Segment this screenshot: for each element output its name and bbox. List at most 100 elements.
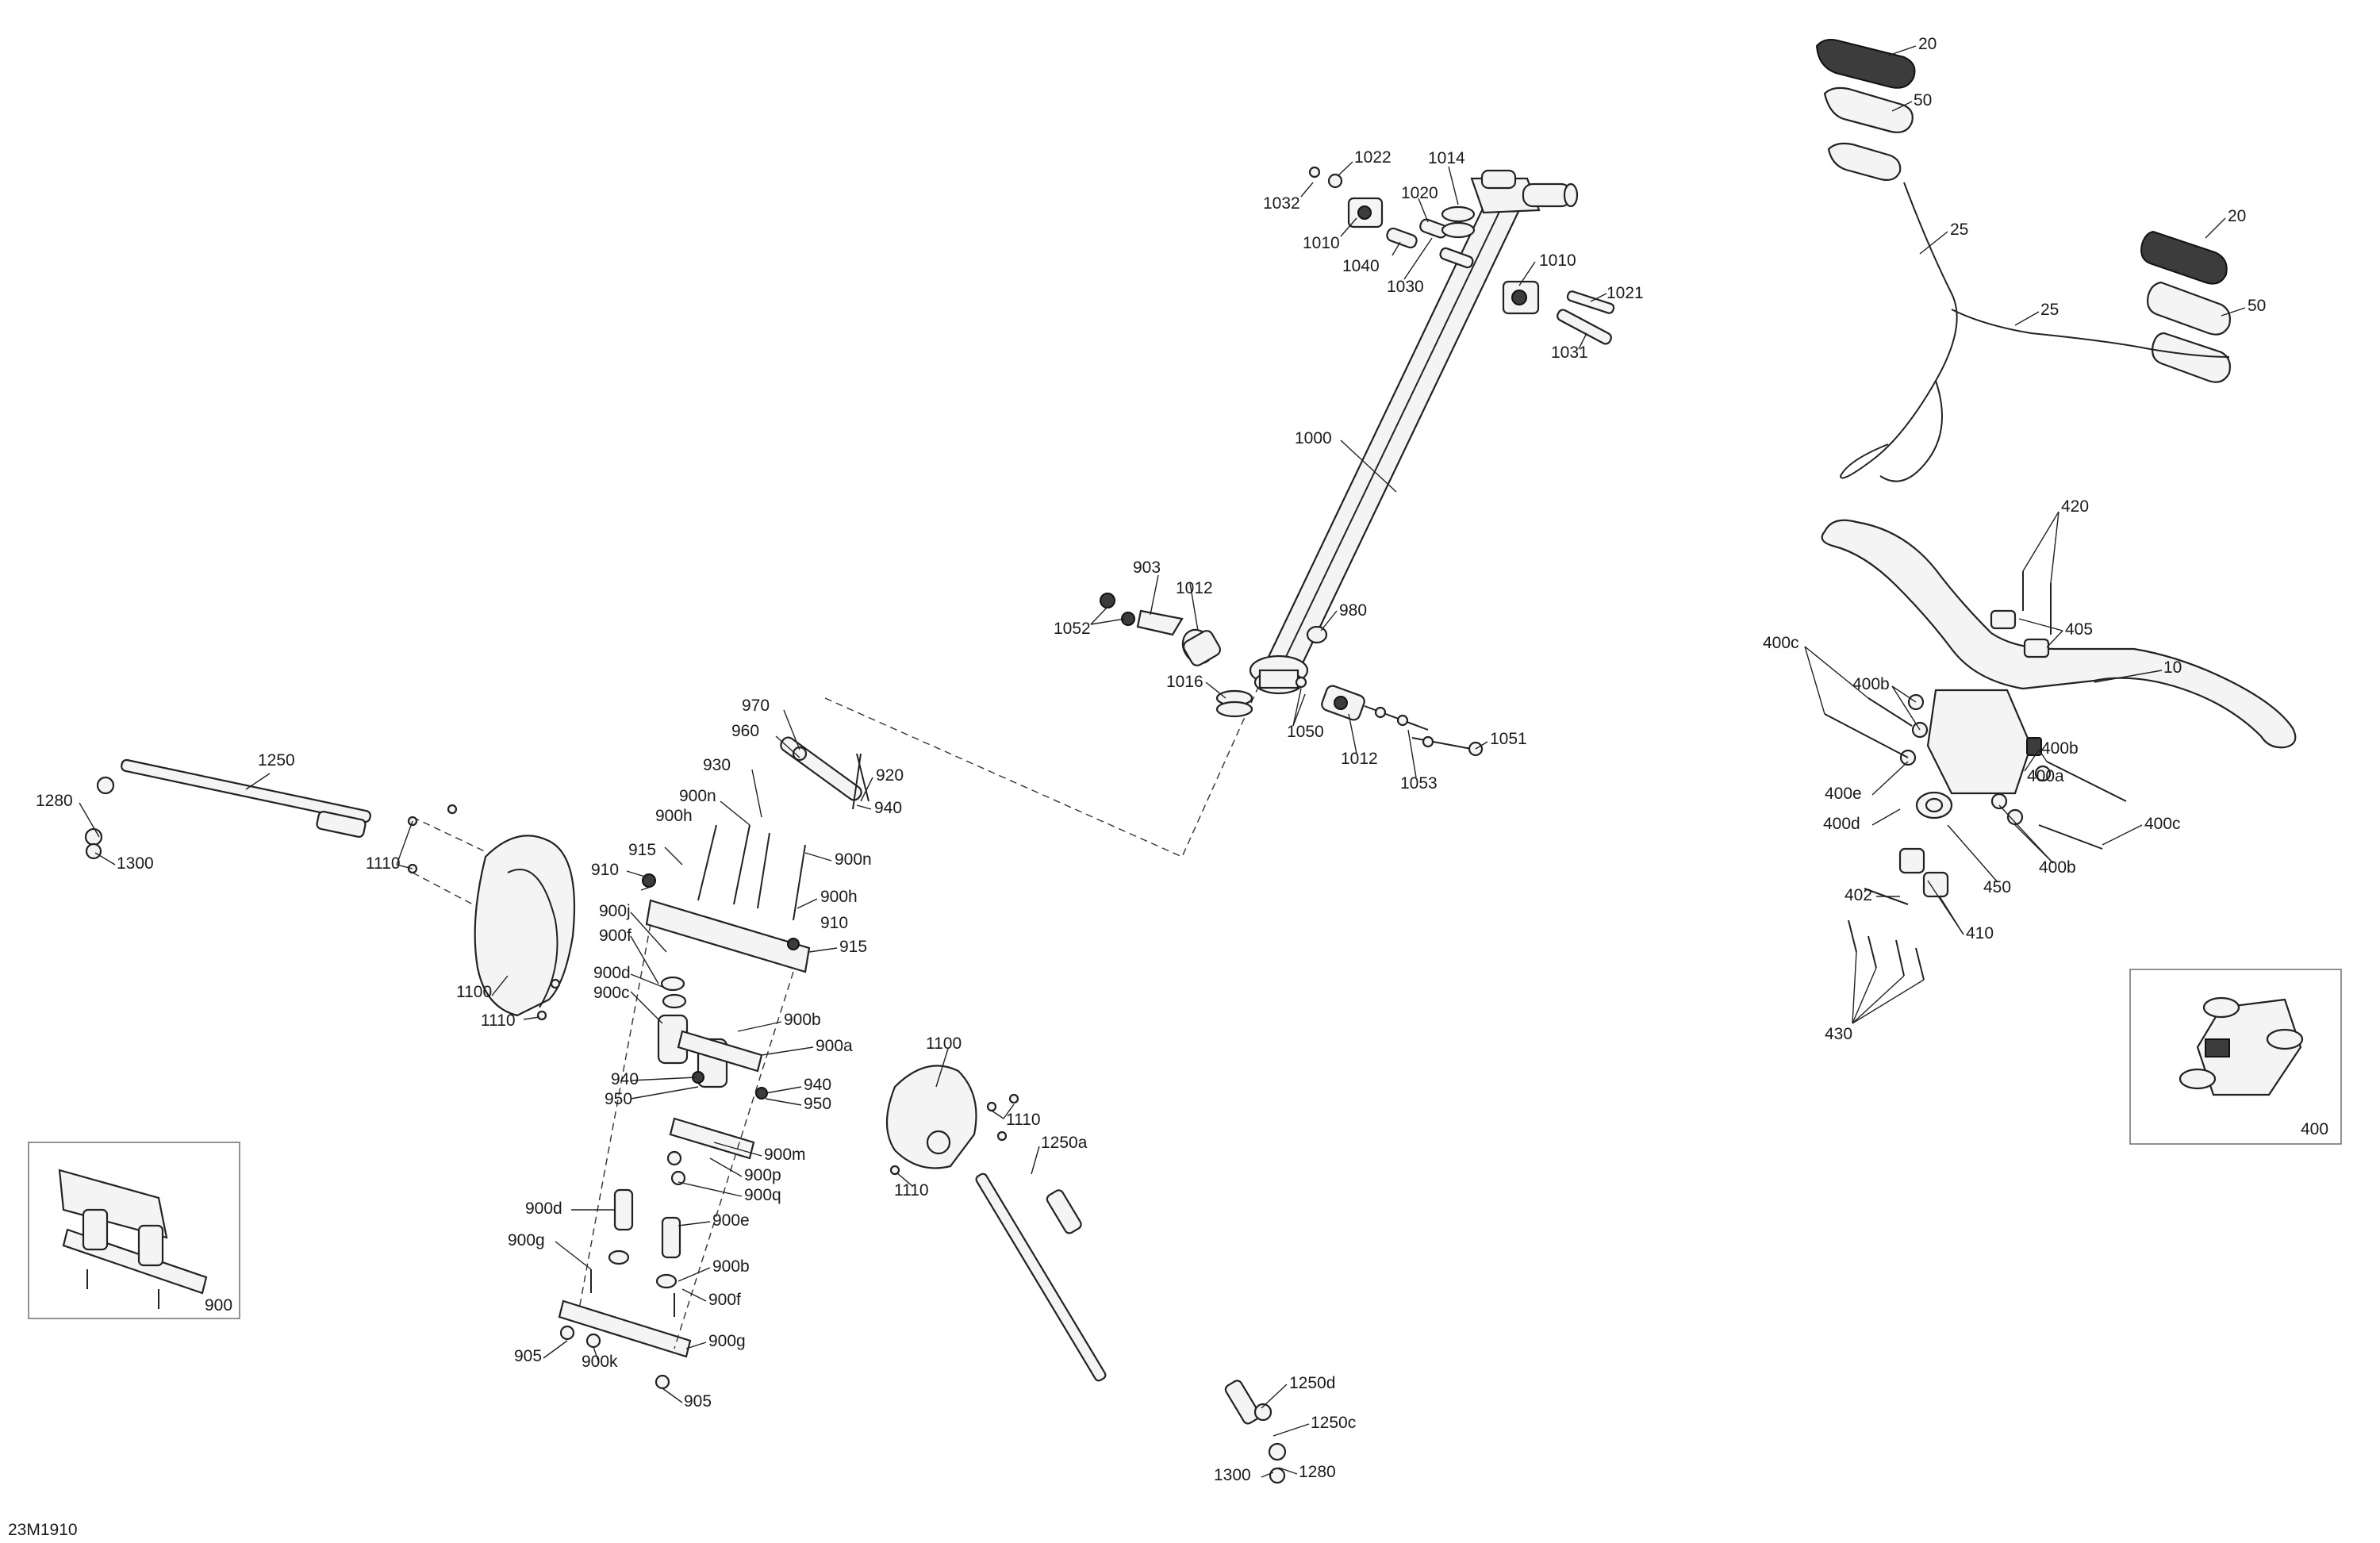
- callout-1031: 1031: [1551, 344, 1588, 362]
- inset-400-part: [2178, 996, 2304, 1096]
- callout-1014: 1014: [1428, 149, 1465, 167]
- callout-1300: 1300: [117, 854, 154, 873]
- callout-910: 910: [591, 861, 619, 879]
- callout-20: 20: [2228, 207, 2246, 225]
- callout-1110: 1110: [366, 854, 401, 873]
- handlebar-grips: [1815, 39, 2231, 482]
- callout-1022: 1022: [1354, 148, 1392, 167]
- callout-50: 50: [1914, 91, 1932, 109]
- callout-1100: 1100: [926, 1034, 962, 1053]
- callout-1250d: 1250d: [1289, 1374, 1335, 1392]
- callout-1020: 1020: [1401, 184, 1438, 202]
- callout-1040: 1040: [1342, 257, 1380, 275]
- callout-1110: 1110: [1006, 1111, 1041, 1129]
- callout-1050: 1050: [1287, 723, 1324, 741]
- callout-910: 910: [820, 914, 848, 932]
- callout-900p: 900p: [744, 1166, 781, 1184]
- callout-1250: 1250: [258, 751, 295, 770]
- callout-900n: 900n: [679, 787, 716, 805]
- callout-10: 10: [2163, 658, 2182, 677]
- callout-400a: 400a: [2027, 767, 2064, 785]
- callout-1300: 1300: [1214, 1466, 1251, 1484]
- callout-1250c: 1250c: [1311, 1414, 1356, 1432]
- callout-900k: 900k: [582, 1353, 618, 1371]
- callout-400c: 400c: [1763, 634, 1799, 652]
- callout-905: 905: [514, 1347, 542, 1365]
- callout-1052: 1052: [1054, 620, 1091, 638]
- callout-410: 410: [1966, 924, 1994, 942]
- callout-900b: 900b: [712, 1257, 750, 1276]
- callout-903: 903: [1133, 558, 1161, 577]
- callout-940: 940: [804, 1076, 831, 1094]
- callout-900f: 900f: [599, 927, 631, 945]
- inset-900-frame: [28, 1142, 240, 1319]
- callout-950: 950: [605, 1090, 632, 1108]
- callout-970: 970: [742, 697, 770, 715]
- callout-20: 20: [1918, 35, 1937, 53]
- callout-450: 450: [1983, 878, 2011, 896]
- callout-1051: 1051: [1490, 730, 1527, 748]
- callout-900b: 900b: [784, 1011, 821, 1029]
- callout-1110: 1110: [481, 1011, 516, 1030]
- inset-400-label: 400: [2301, 1120, 2328, 1138]
- callout-900d: 900d: [525, 1199, 562, 1218]
- callout-25: 25: [2040, 301, 2059, 319]
- callout-1053: 1053: [1400, 774, 1438, 793]
- callout-900d: 900d: [593, 964, 631, 982]
- callout-950: 950: [804, 1095, 831, 1113]
- callout-1030: 1030: [1387, 278, 1424, 296]
- left-tie-rod: [84, 758, 576, 1021]
- callout-420: 420: [2061, 497, 2089, 516]
- callout-900n: 900n: [835, 850, 872, 869]
- callout-430: 430: [1825, 1025, 1852, 1043]
- callout-400d: 400d: [1823, 815, 1860, 833]
- callout-405: 405: [2065, 620, 2093, 639]
- callout-25: 25: [1950, 221, 1968, 239]
- drawing-code: 23M1910: [8, 1521, 78, 1539]
- inset-900-label: 900: [205, 1296, 232, 1315]
- callout-900f: 900f: [708, 1291, 741, 1309]
- callout-1010: 1010: [1303, 234, 1340, 252]
- callout-402: 402: [1844, 886, 1872, 904]
- callout-400c: 400c: [2144, 815, 2181, 833]
- callout-1280: 1280: [36, 792, 73, 810]
- callout-400e: 400e: [1825, 785, 1862, 803]
- callout-900e: 900e: [712, 1211, 750, 1230]
- callout-400b: 400b: [2039, 858, 2076, 877]
- callout-1012: 1012: [1176, 579, 1213, 597]
- inset-900-part: [58, 1169, 208, 1309]
- callout-1012: 1012: [1341, 750, 1378, 768]
- callout-1032: 1032: [1263, 194, 1300, 213]
- callout-400b: 400b: [2041, 739, 2079, 758]
- callout-1016: 1016: [1166, 673, 1203, 691]
- callout-1000: 1000: [1295, 429, 1332, 447]
- steering-linkage: [558, 736, 869, 1390]
- callout-930: 930: [703, 756, 731, 774]
- callout-900j: 900j: [599, 902, 631, 920]
- callout-940: 940: [874, 799, 902, 817]
- handlebar: [1821, 519, 2297, 981]
- callout-1110: 1110: [894, 1181, 929, 1199]
- callout-1250a: 1250a: [1041, 1134, 1088, 1152]
- callout-900c: 900c: [593, 984, 630, 1002]
- callout-1010: 1010: [1539, 251, 1576, 270]
- callout-980: 980: [1339, 601, 1367, 620]
- leader-lines: [79, 45, 2246, 1478]
- callout-50: 50: [2248, 297, 2266, 315]
- callout-900g: 900g: [508, 1231, 545, 1249]
- callout-900q: 900q: [744, 1186, 781, 1204]
- callout-900g: 900g: [708, 1332, 746, 1350]
- callout-915: 915: [628, 841, 656, 859]
- callout-400b: 400b: [1852, 675, 1890, 693]
- callout-1021: 1021: [1606, 284, 1644, 302]
- callout-1280: 1280: [1299, 1463, 1336, 1481]
- callout-1100: 1100: [456, 983, 492, 1001]
- assembly-dashed-line: [824, 662, 1270, 858]
- callout-920: 920: [876, 766, 904, 785]
- callout-900m: 900m: [764, 1146, 806, 1164]
- right-tie-rod: [885, 1065, 1287, 1484]
- callout-labels: 20 50 25 25 20 50 1022 1014 1032 1020 10…: [36, 35, 2266, 1484]
- callout-940: 940: [611, 1070, 639, 1088]
- callout-900h: 900h: [820, 888, 858, 906]
- callout-915: 915: [839, 938, 867, 956]
